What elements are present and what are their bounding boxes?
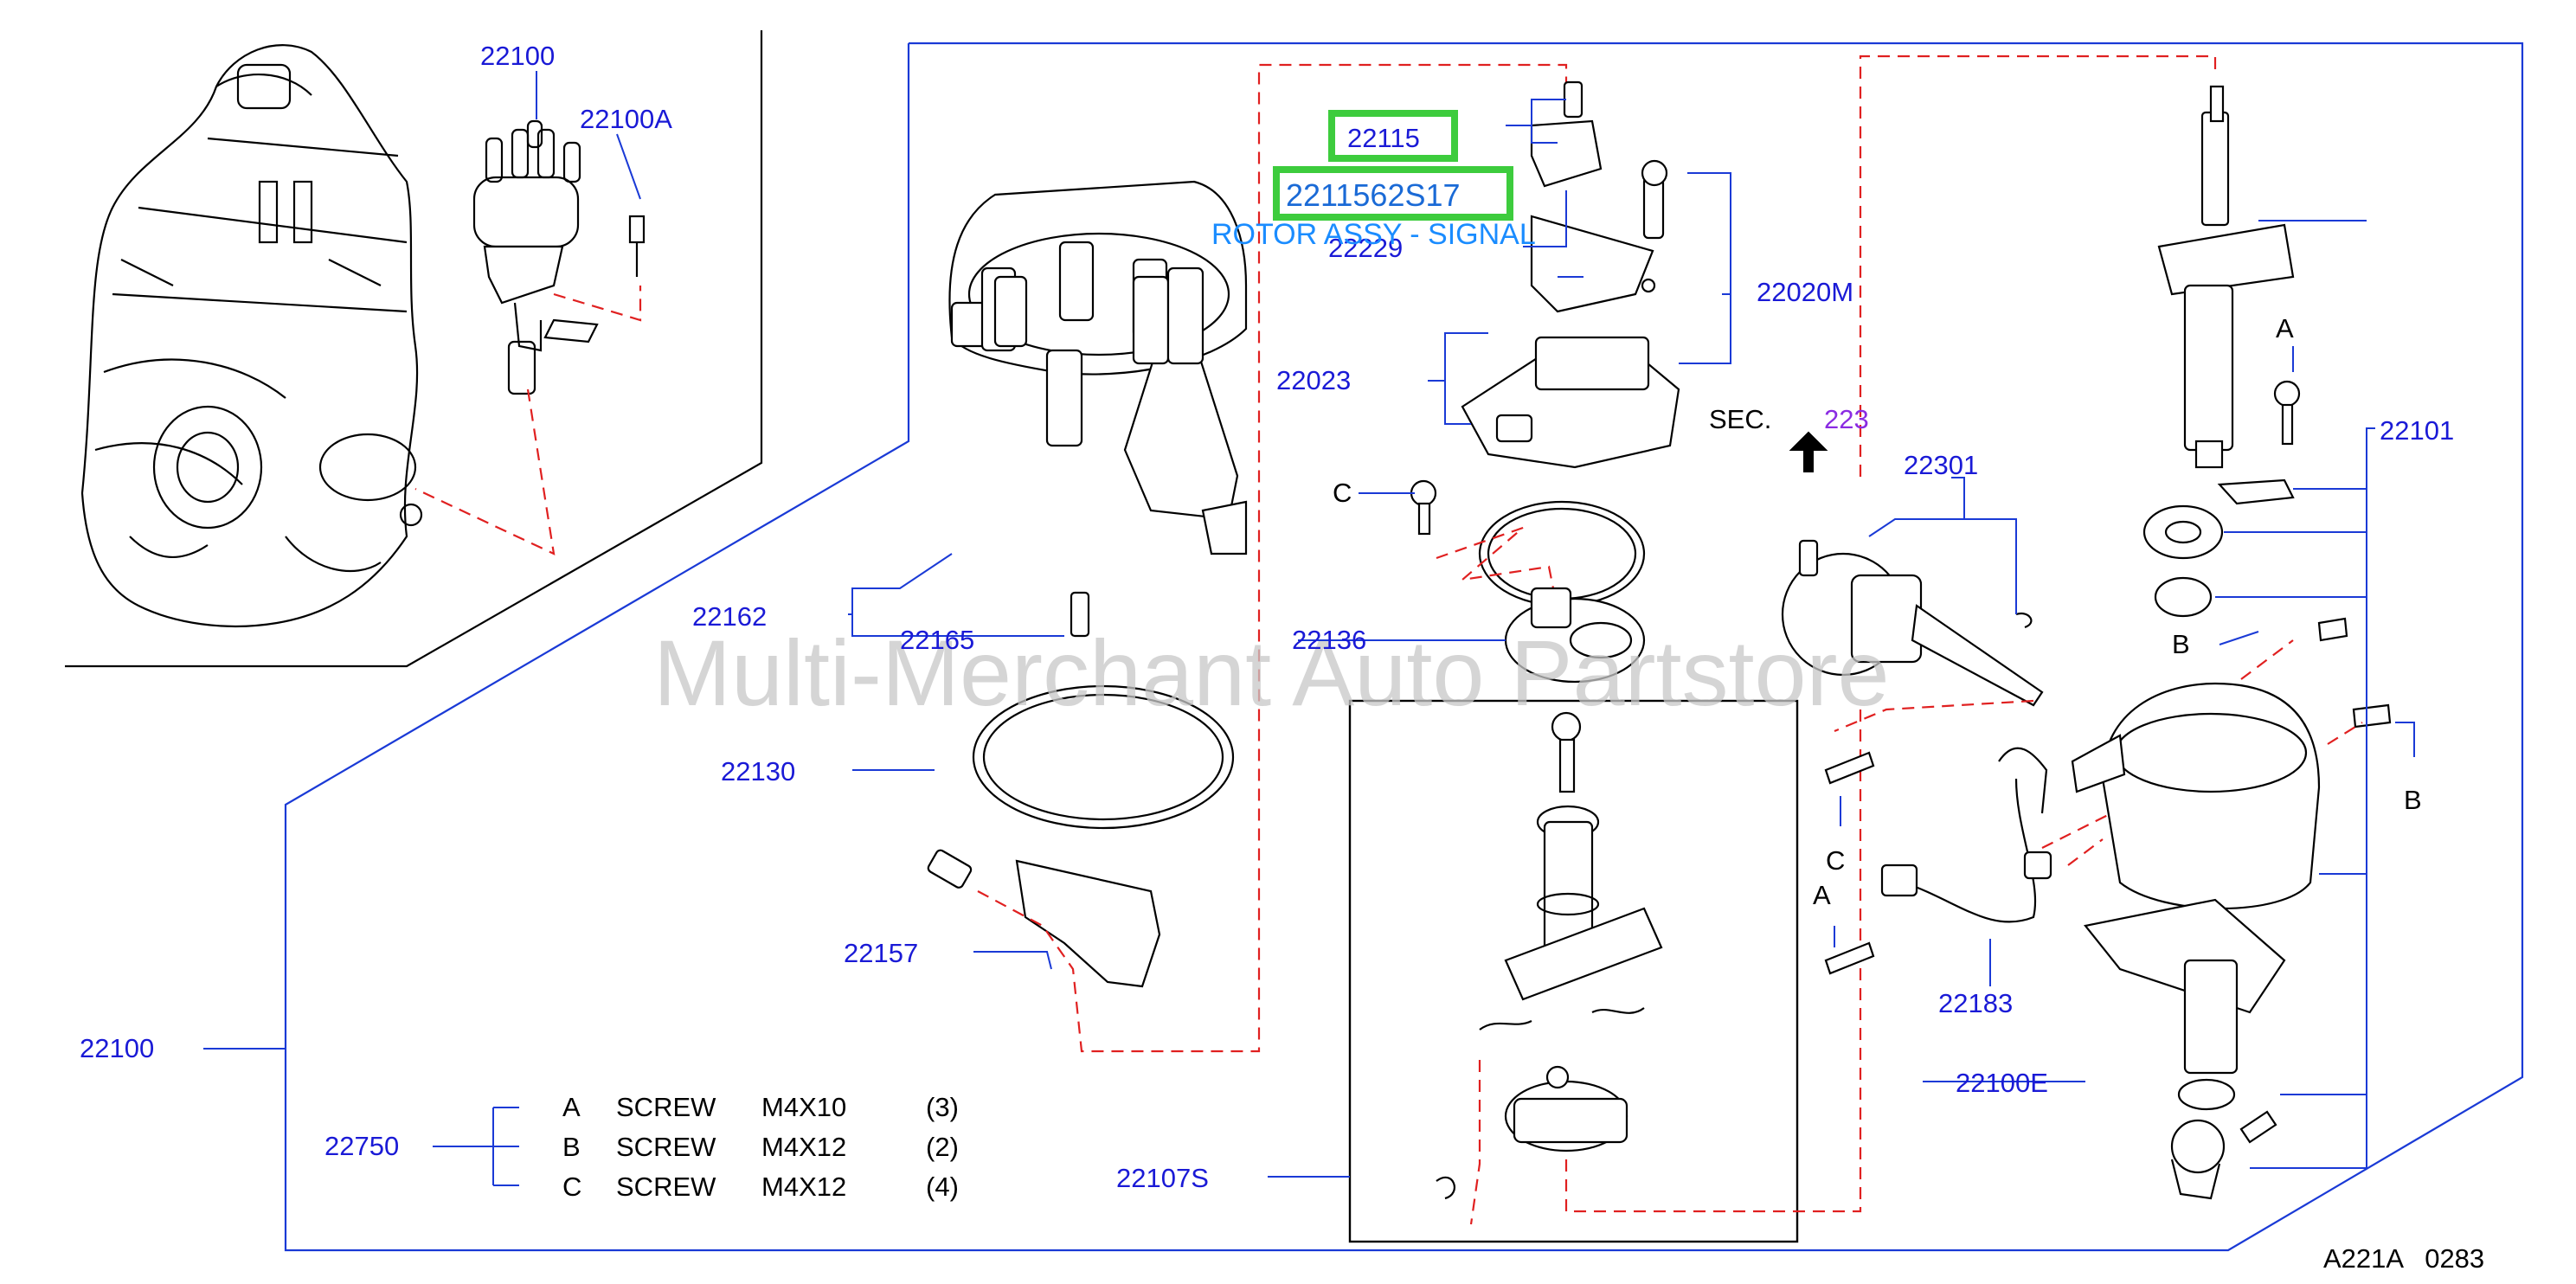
highlight-2211562S17[interactable] (1273, 166, 1513, 221)
housing-assy (1859, 55, 2392, 1200)
screw-a-lower (1824, 941, 1875, 975)
sec-arrow-icon (1789, 431, 1828, 472)
legend-c-letter: C (562, 1172, 581, 1202)
label-22750[interactable]: 22750 (324, 1131, 399, 1161)
label-22115[interactable]: 22115 (1347, 123, 1420, 153)
legend-c-size: M4X12 (761, 1172, 846, 1202)
rotor-head (927, 63, 1568, 1053)
label-22101[interactable]: 22101 (2380, 415, 2454, 446)
screw-c-lower (1824, 751, 1875, 785)
shaft-assy (1436, 709, 1862, 1225)
label-2211562S17[interactable]: 2211562S17 (1286, 177, 1461, 213)
legend-a-qty: (3) (926, 1092, 959, 1122)
carbon-point (1070, 591, 1090, 638)
screw-c-upper (1410, 479, 1437, 536)
label-22100-left[interactable]: 22100 (80, 1033, 154, 1063)
legend-c-name: SCREW (616, 1172, 716, 1202)
label-22130[interactable]: 22130 (721, 756, 795, 786)
legend-b-letter: B (562, 1132, 581, 1162)
legend-a-letter: A (562, 1092, 581, 1122)
legend-a-name: SCREW (616, 1092, 716, 1122)
rotor-assy-signal (1530, 80, 1668, 313)
label-22100-top[interactable]: 22100 (480, 41, 555, 71)
legend-b-qty: (2) (926, 1132, 959, 1162)
label-22183[interactable]: 22183 (1938, 988, 2013, 1018)
legend-c-qty: (4) (926, 1172, 959, 1202)
label-22162[interactable]: 22162 (692, 601, 767, 632)
letter-c-lower: C (1826, 845, 1845, 876)
pickup-coil (1461, 336, 1680, 469)
assembly-frame (284, 42, 2524, 1252)
label-22100e[interactable]: 22100E (1956, 1068, 2048, 1098)
leader-lines (203, 99, 2415, 1186)
wiring-harness (1880, 747, 2147, 923)
letter-a-upper: A (2276, 313, 2294, 343)
distributor-cap (948, 180, 1248, 555)
gasket (972, 684, 1235, 830)
screw-legend: A SCREW M4X10 (3) B SCREW M4X12 (2) C SC… (562, 1092, 959, 1202)
pickup-plate (1504, 587, 1646, 684)
label-22023[interactable]: 22023 (1276, 365, 1351, 395)
legend-b-size: M4X12 (761, 1132, 846, 1162)
engine-inset (65, 30, 763, 668)
letter-b-right: B (2404, 785, 2422, 815)
vacuum-controller (1781, 539, 2044, 733)
legend-a-size: M4X10 (761, 1092, 846, 1122)
governor-box (1348, 699, 1799, 1243)
distributor-inset (414, 71, 646, 555)
highlight-22115[interactable] (1328, 110, 1458, 162)
letter-a-lower: A (1813, 880, 1831, 910)
diagram-code: A221A 0283 (2323, 1243, 2484, 1274)
letter-c-upper: C (1333, 478, 1352, 508)
label-22020m[interactable]: 22020M (1757, 277, 1853, 307)
legend-b-name: SCREW (616, 1132, 716, 1162)
watermark: Multi-Merchant Auto Partstore (653, 620, 1890, 725)
tooltip-rotor-assy-signal: ROTOR ASSY - SIGNAL (1211, 218, 1536, 251)
label-22100a[interactable]: 22100A (580, 104, 672, 134)
label-22229[interactable]: 22229 (1328, 233, 1403, 263)
label-22157[interactable]: 22157 (844, 938, 918, 968)
label-22301[interactable]: 22301 (1904, 450, 1978, 480)
sec-number-link[interactable]: 223 (1824, 404, 1869, 434)
label-22136[interactable]: 22136 (1292, 625, 1366, 655)
sec-label: SEC. (1709, 404, 1771, 434)
label-22165[interactable]: 22165 (900, 625, 974, 655)
label-22107s[interactable]: 22107S (1116, 1163, 1209, 1193)
letter-b-left: B (2172, 629, 2190, 659)
